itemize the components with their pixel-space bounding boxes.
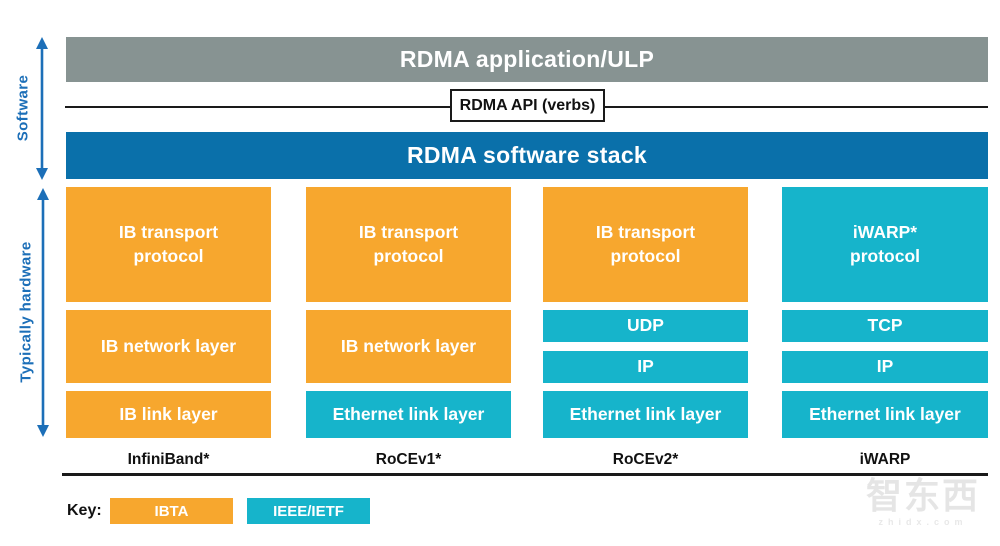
iwarp-link-label: Ethernet link layer [809, 403, 961, 424]
key-label: Key: [67, 502, 102, 519]
iwarp-tcp-label: TCP [867, 315, 903, 336]
baseline-rule [62, 473, 988, 476]
watermark-domain-text: zhidx.com [878, 516, 968, 527]
infiniband-network-box: IB network layer [66, 310, 271, 383]
column-label-rocev2: RoCEv2* [612, 451, 679, 468]
infiniband-transport-label: IB transport protocol [118, 221, 219, 266]
rocev1-network-label: IB network layer [340, 335, 477, 356]
rocev2-link-label: Ethernet link layer [569, 403, 722, 424]
iwarp-link-box: Ethernet link layer [782, 391, 988, 438]
column-rocev2: IB transport protocol UDP IP Ethernet li… [543, 187, 748, 438]
rdma-software-stack-bar-label: RDMA software stack [406, 142, 648, 168]
rocev2-link-box: Ethernet link layer [543, 391, 748, 438]
rdma-api-box-label: RDMA API (verbs) [459, 96, 596, 114]
watermark-logo-text: 智东西 [865, 475, 980, 516]
software-range-double-arrow-icon [36, 37, 48, 180]
hardware-axis-label: Typically hardware [17, 241, 35, 383]
key-ieee-label: IEEE/IETF [273, 502, 344, 520]
rocev2-transport-box: IB transport protocol [543, 187, 748, 302]
infiniband-transport-box: IB transport protocol [66, 187, 271, 302]
iwarp-protocol-box: iWARP* protocol [782, 187, 988, 302]
column-label-iwarp: iWARP [859, 451, 911, 468]
rocev1-transport-label: IB transport protocol [358, 221, 459, 266]
rocev2-ip-box: IP [543, 351, 748, 383]
key-ibta-label: IBTA [154, 502, 189, 520]
iwarp-protocol-label: iWARP* protocol [850, 221, 920, 266]
iwarp-ip-label: IP [876, 356, 894, 377]
infiniband-link-label: IB link layer [119, 403, 218, 424]
column-rocev1: IB transport protocol IB network layer E… [306, 187, 511, 438]
iwarp-tcp-box: TCP [782, 310, 988, 342]
column-infiniband: IB transport protocol IB network layer I… [66, 187, 271, 438]
rocev1-transport-box: IB transport protocol [306, 187, 511, 302]
rdma-application-bar: RDMA application/ULP [66, 37, 988, 82]
rdma-api-box: RDMA API (verbs) [450, 89, 605, 122]
infiniband-link-box: IB link layer [66, 391, 271, 438]
column-label-rocev1: RoCEv1* [375, 451, 442, 468]
key-ibta-swatch: IBTA [110, 498, 233, 524]
software-axis-label: Software [14, 74, 32, 142]
rocev2-udp-box: UDP [543, 310, 748, 342]
rocev2-transport-label: IB transport protocol [595, 221, 696, 266]
iwarp-ip-box: IP [782, 351, 988, 383]
rdma-application-bar-label: RDMA application/ULP [399, 46, 655, 72]
infiniband-network-label: IB network layer [100, 335, 237, 356]
column-label-infiniband: InfiniBand* [127, 451, 210, 468]
rocev2-ip-label: IP [637, 356, 654, 377]
rocev1-network-box: IB network layer [306, 310, 511, 383]
hardware-range-double-arrow-icon [37, 188, 49, 437]
watermark-zhidx-logo: 智东西 zhidx.com [854, 476, 992, 527]
rocev1-link-label: Ethernet link layer [332, 403, 485, 424]
column-iwarp: iWARP* protocol TCP IP Ethernet link lay… [782, 187, 988, 438]
rdma-software-stack-bar: RDMA software stack [66, 132, 988, 179]
rocev2-udp-label: UDP [627, 315, 664, 336]
rocev1-link-box: Ethernet link layer [306, 391, 511, 438]
key-ieee-swatch: IEEE/IETF [247, 498, 370, 524]
